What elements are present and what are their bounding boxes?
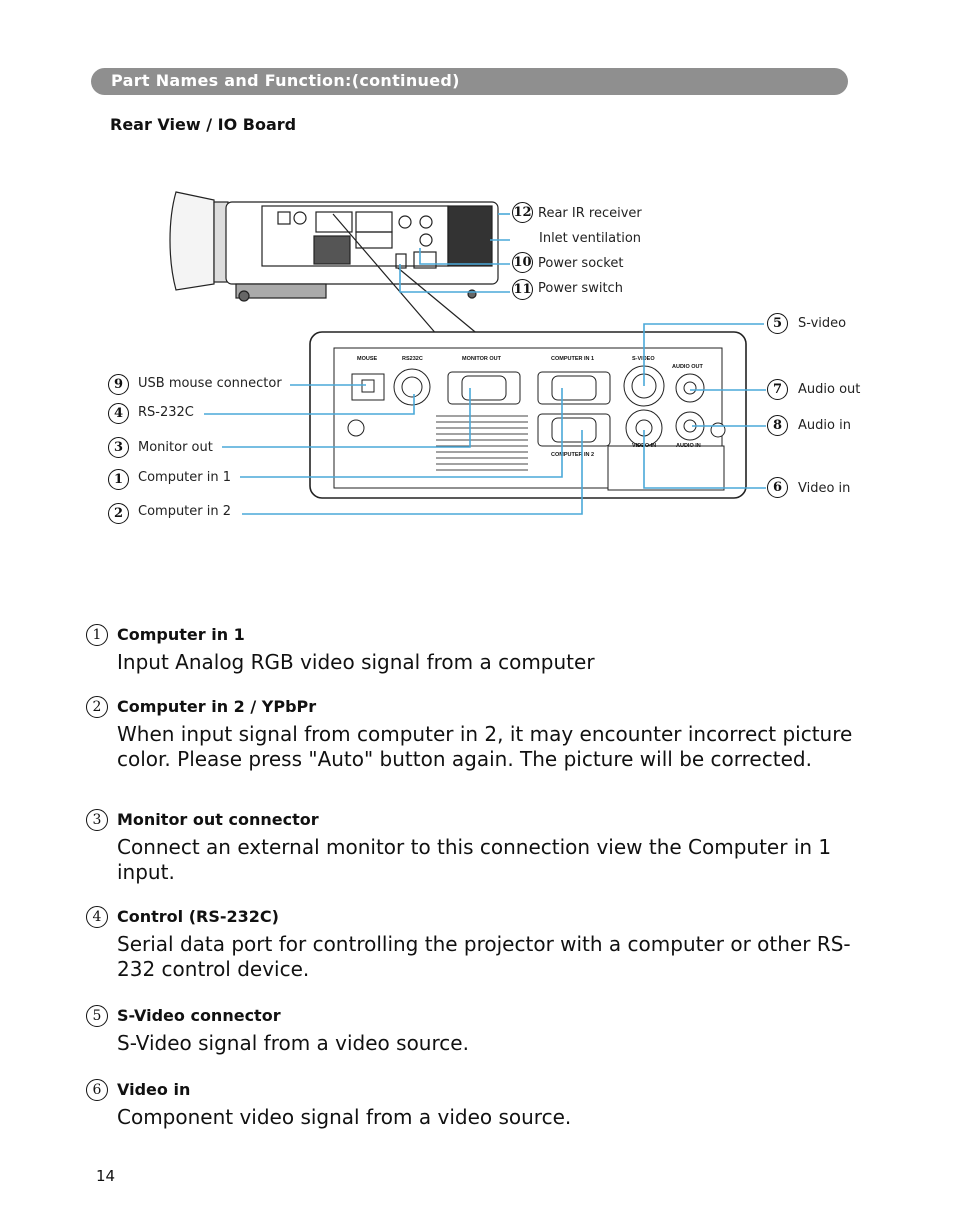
item-title: Control (RS-232C) <box>117 907 279 926</box>
panel-label-computer-in-2: COMPUTER IN 2 <box>551 452 594 458</box>
panel-label-audio-out: AUDIO OUT <box>672 364 704 370</box>
callout-number-6: 6 <box>767 477 788 498</box>
callout-audio-out: Audio out <box>798 382 861 397</box>
callout-number-9: 9 <box>108 374 129 395</box>
panel-label-rs232c: RS232C <box>402 356 423 362</box>
panel-label-monitor-out: MONITOR OUT <box>462 356 502 362</box>
callout-number-10: 10 <box>512 252 533 273</box>
item-body: S-Video signal from a video source. <box>117 1031 469 1055</box>
projector-rear-illustration <box>169 191 499 302</box>
callout-number-3: 3 <box>108 437 129 458</box>
callout-monitor-out: Monitor out <box>138 440 213 455</box>
callout-inlet-ventilation: Inlet ventilation <box>539 231 642 246</box>
callout-number-12: 12 <box>512 202 533 223</box>
item-body: Serial data port for controlling the pro… <box>117 932 851 981</box>
callout-rear-ir-receiver: Rear IR receiver <box>538 206 642 221</box>
projector-diagram-svg: MOUSE RS232C MONITOR OUT COMPUTER IN 1 S… <box>169 191 766 515</box>
item-number: 2 <box>86 696 108 718</box>
callout-number-2: 2 <box>108 503 129 524</box>
item-title: S-Video connector <box>117 1006 281 1025</box>
callout-computer-in-2: Computer in 2 <box>138 504 232 519</box>
item-title: Computer in 1 <box>117 625 245 644</box>
subsection-title: Rear View / IO Board <box>110 115 297 134</box>
zoom-wedge <box>332 213 481 337</box>
item-number: 5 <box>86 1005 108 1027</box>
item-number: 4 <box>86 906 108 928</box>
callout-number-4: 4 <box>108 403 129 424</box>
item-body: Input Analog RGB video signal from a com… <box>117 650 595 674</box>
item-title: Monitor out connector <box>117 810 319 829</box>
item-title: Video in <box>117 1080 191 1099</box>
callout-number-1: 1 <box>108 469 129 490</box>
callout-number-5: 5 <box>767 313 788 334</box>
io-panel <box>309 331 747 499</box>
callout-audio-in: Audio in <box>798 418 851 433</box>
callout-s-video: S-video <box>798 316 847 331</box>
rear-io-diagram: MOUSE RS232C MONITOR OUT COMPUTER IN 1 S… <box>0 160 954 540</box>
callout-power-switch: Power switch <box>538 281 623 296</box>
panel-label-audio-in: AUDIO IN <box>676 443 701 449</box>
callout-number-11: 11 <box>512 279 533 300</box>
callout-rs232c: RS-232C <box>138 405 194 420</box>
callout-computer-in-1: Computer in 1 <box>138 470 232 485</box>
panel-label-mouse: MOUSE <box>357 356 378 362</box>
callout-video-in: Video in <box>798 481 851 496</box>
item-body: Component video signal from a video sour… <box>117 1105 572 1129</box>
callout-usb-mouse: USB mouse connector <box>138 376 282 391</box>
callout-number-7: 7 <box>767 379 788 400</box>
page-number: 14 <box>96 1167 116 1185</box>
item-number: 3 <box>86 809 108 831</box>
panel-label-computer-in-1: COMPUTER IN 1 <box>551 356 594 362</box>
item-body: When input signal from computer in 2, it… <box>117 722 853 771</box>
callout-power-socket: Power socket <box>538 256 624 271</box>
section-title: Part Names and Function:(continued) <box>111 71 460 90</box>
section-banner: Part Names and Function:(continued) <box>91 68 848 95</box>
item-body: Connect an external monitor to this conn… <box>117 835 832 884</box>
item-number: 6 <box>86 1079 108 1101</box>
item-title: Computer in 2 / YPbPr <box>117 697 317 716</box>
callout-lines <box>204 213 766 515</box>
callout-number-8: 8 <box>767 415 788 436</box>
item-number: 1 <box>86 624 108 646</box>
